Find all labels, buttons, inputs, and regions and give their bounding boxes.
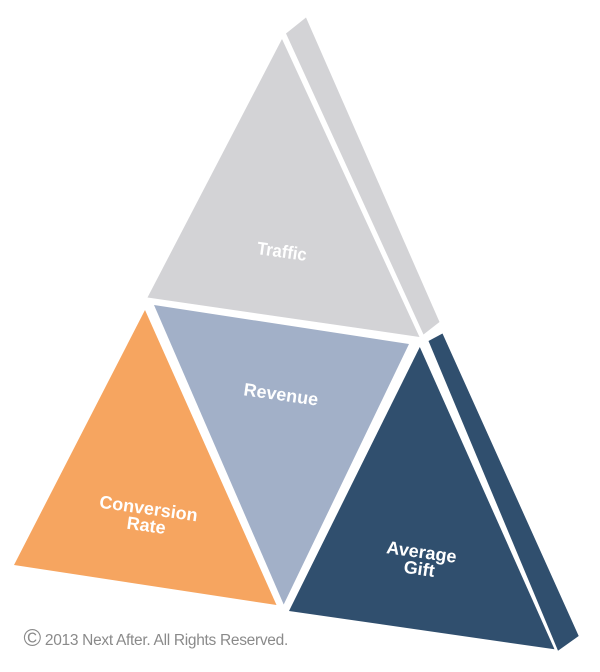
- svg-text:Gift: Gift: [403, 557, 436, 581]
- svg-text:©2013 Next After. All Rights R: ©2013 Next After. All Rights Reserved.: [24, 625, 288, 652]
